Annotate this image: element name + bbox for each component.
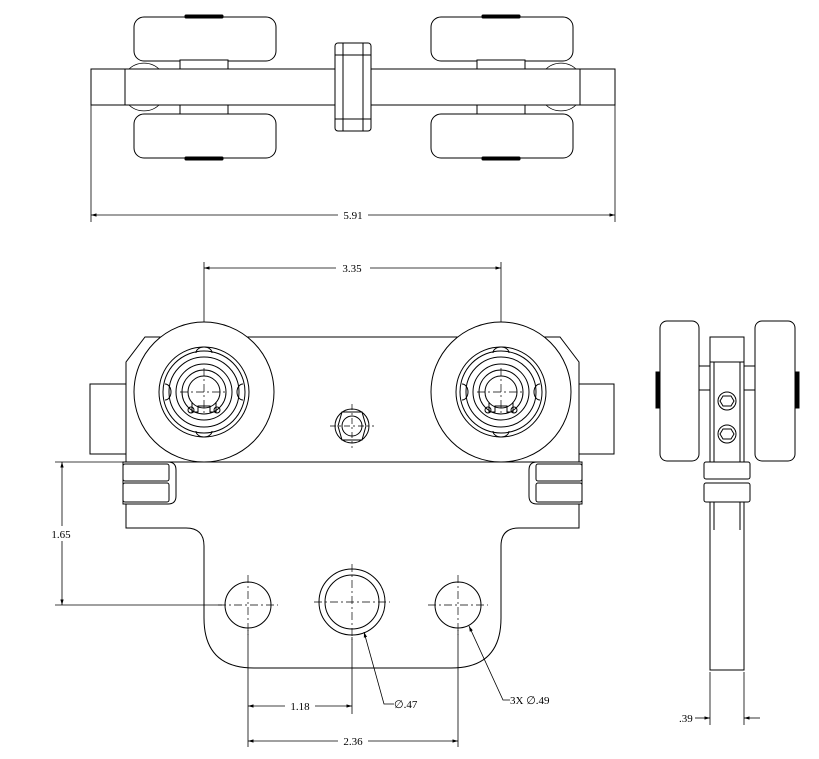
front-lower-plate [125, 504, 580, 669]
top-center-bolt [334, 42, 372, 132]
note-side-holes-dia: 3X ∅.49 [510, 695, 550, 707]
leader-side-holes [468, 625, 510, 701]
front-hole-left [218, 575, 278, 635]
dim-height: 1.65 [51, 529, 71, 541]
front-hole-center [314, 564, 390, 640]
front-center-nut [330, 404, 374, 448]
note-center-hole-dia: ∅.47 [394, 699, 418, 711]
front-hole-right [428, 575, 488, 635]
front-wheel-right [430, 321, 572, 463]
top-wheel-upper-right [430, 16, 574, 62]
front-wheel-left [133, 321, 275, 463]
dim-wheel-spacing: 3.35 [342, 263, 362, 275]
top-wheel-lower-left [133, 113, 277, 159]
top-wheel-lower-right [430, 113, 574, 159]
top-view: 5.91 [90, 14, 616, 222]
side-wheel-right [754, 320, 796, 462]
side-view: .39 [655, 320, 800, 725]
dim-overall-width: 5.91 [343, 210, 362, 222]
dim-plate-thickness: .39 [679, 713, 693, 725]
dim-hole-offset: 1.18 [290, 701, 310, 713]
leader-center-hole [363, 631, 394, 705]
front-view: 3.35 [46, 261, 615, 748]
dim-hole-spacing: 2.36 [343, 736, 363, 748]
side-stem [709, 501, 745, 671]
side-wheel-left [659, 320, 700, 462]
top-wheel-upper-left [133, 16, 277, 62]
